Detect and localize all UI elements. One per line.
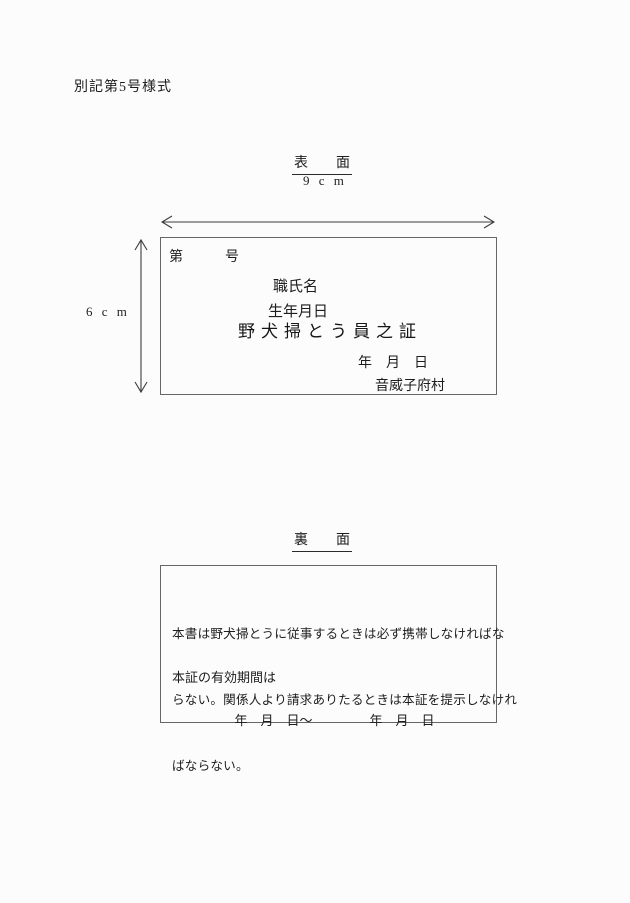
notice-line-2: らない。関係人より請求ありたるときは本証を提示しなけれ bbox=[172, 693, 518, 707]
horizontal-dimension-arrow bbox=[160, 215, 496, 229]
birthdate-label: 生年月日 bbox=[268, 304, 329, 320]
occupation-name-label: 職氏名 bbox=[273, 279, 319, 295]
validity-to-date: 年 月 日 bbox=[369, 713, 435, 728]
notice-line-3: ばならない。 bbox=[172, 759, 249, 773]
notice-line-1: 本書は野犬掃とうに従事するときは必ず携帯しなければな bbox=[172, 627, 505, 641]
validity-period-label: 本証の有効期間は bbox=[172, 670, 277, 685]
carry-notice-paragraph: 本書は野犬掃とうに従事するときは必ず携帯しなければな らない。関係人より請求あり… bbox=[172, 579, 517, 821]
back-side-heading: 裏 面 bbox=[292, 529, 352, 552]
validity-from-date: 年 月 日～ bbox=[234, 713, 313, 728]
certificate-number-line: 第 号 bbox=[169, 250, 239, 265]
issue-date-line: 年 月 日 bbox=[358, 356, 428, 371]
certificate-back-card: 本書は野犬掃とうに従事するときは必ず携帯しなければな らない。関係人より請求あり… bbox=[160, 565, 517, 773]
vertical-dimension-arrow bbox=[134, 238, 148, 394]
height-dimension-label: 6 c m bbox=[86, 304, 130, 319]
certificate-front-card: 第 号 職氏名 生年月日 野犬掃とう員之証 年 月 日 音威子府村 bbox=[160, 237, 497, 395]
certificate-title: 野犬掃とう員之証 bbox=[238, 322, 422, 341]
front-side-heading: 表 面 bbox=[292, 152, 352, 175]
width-dimension-label: 9 c m bbox=[303, 173, 347, 188]
validity-period-dates: 年 月 日～ 年 月 日 bbox=[215, 694, 435, 745]
issuer-village-name: 音威子府村 bbox=[375, 379, 445, 394]
document-form-number: 別記第5号様式 bbox=[74, 80, 172, 95]
